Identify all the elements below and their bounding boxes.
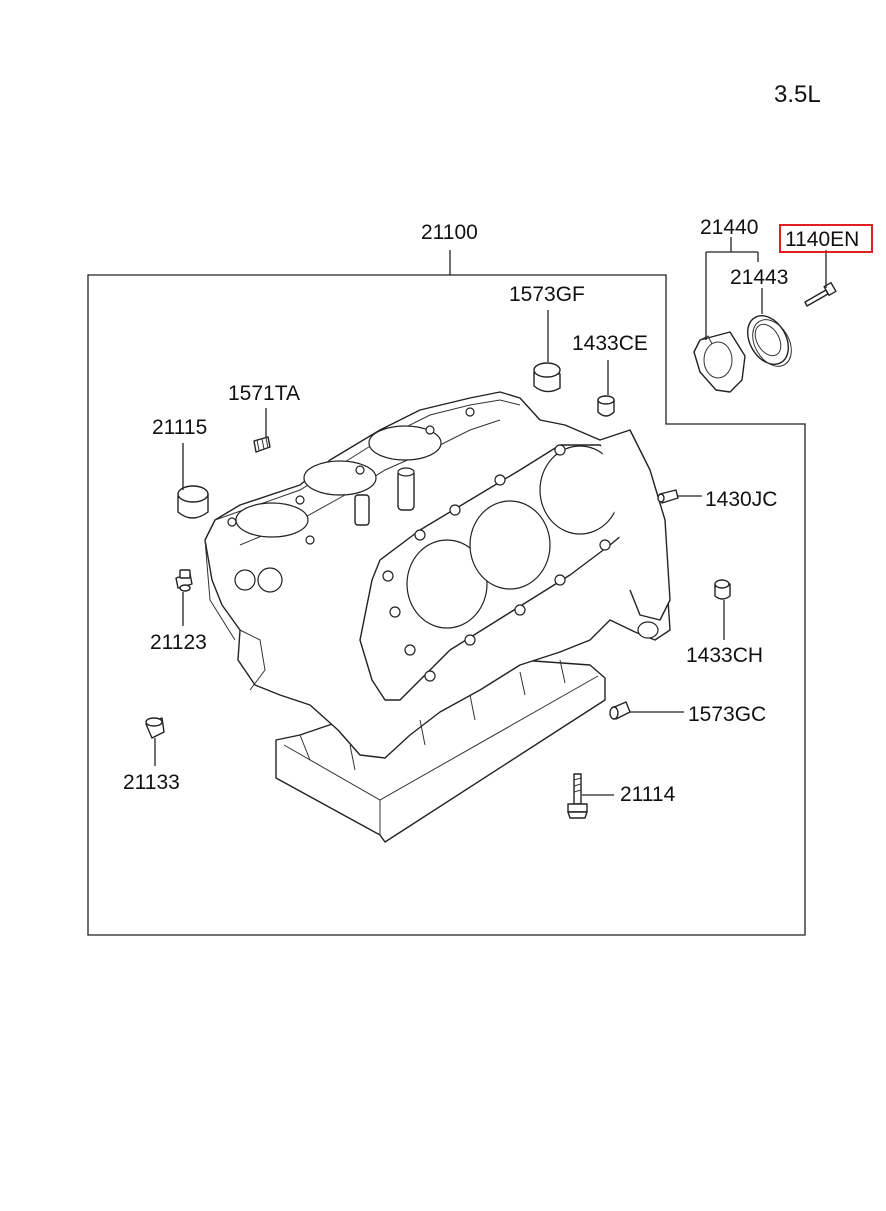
callout-1571TA[interactable]: 1571TA	[228, 382, 300, 405]
bolt-1140EN	[804, 281, 837, 307]
callout-21443[interactable]: 21443	[730, 266, 788, 289]
callout-21440[interactable]: 21440	[700, 216, 758, 239]
cylinder-block	[204, 391, 671, 843]
bolt-21114	[567, 773, 588, 819]
rear-seal-case	[693, 331, 746, 393]
highlight-box-1140EN	[779, 224, 873, 253]
plug-21115	[177, 485, 209, 519]
pin-1573GC	[609, 701, 631, 720]
callout-21115[interactable]: 21115	[152, 416, 207, 439]
plug-21133	[145, 717, 165, 739]
callout-1140EN[interactable]: 1140EN	[785, 228, 859, 251]
rear-oil-seal	[747, 315, 792, 367]
pin-1430JC	[657, 489, 679, 504]
bolt-21123	[175, 569, 193, 592]
leader-21440	[705, 237, 759, 340]
callout-21100[interactable]: 21100	[421, 221, 478, 244]
callout-1573GF[interactable]: 1573GF	[509, 283, 585, 306]
callout-1433CH[interactable]: 1433CH	[686, 644, 763, 667]
callout-1430JC[interactable]: 1430JC	[705, 488, 777, 511]
callout-21114[interactable]: 21114	[620, 783, 676, 806]
engine-variant-label: 3.5L	[774, 81, 821, 108]
callout-1573GC[interactable]: 1573GC	[688, 703, 766, 726]
callout-1433CE[interactable]: 1433CE	[572, 332, 648, 355]
pin-1433CE	[597, 395, 615, 417]
pin-1433CH	[714, 579, 731, 600]
plug-1573GF	[533, 362, 561, 393]
assembly-boundary	[87, 274, 806, 936]
callout-21123[interactable]: 21123	[150, 631, 207, 654]
callout-21133[interactable]: 21133	[123, 771, 180, 794]
plug-1571TA	[253, 436, 271, 453]
